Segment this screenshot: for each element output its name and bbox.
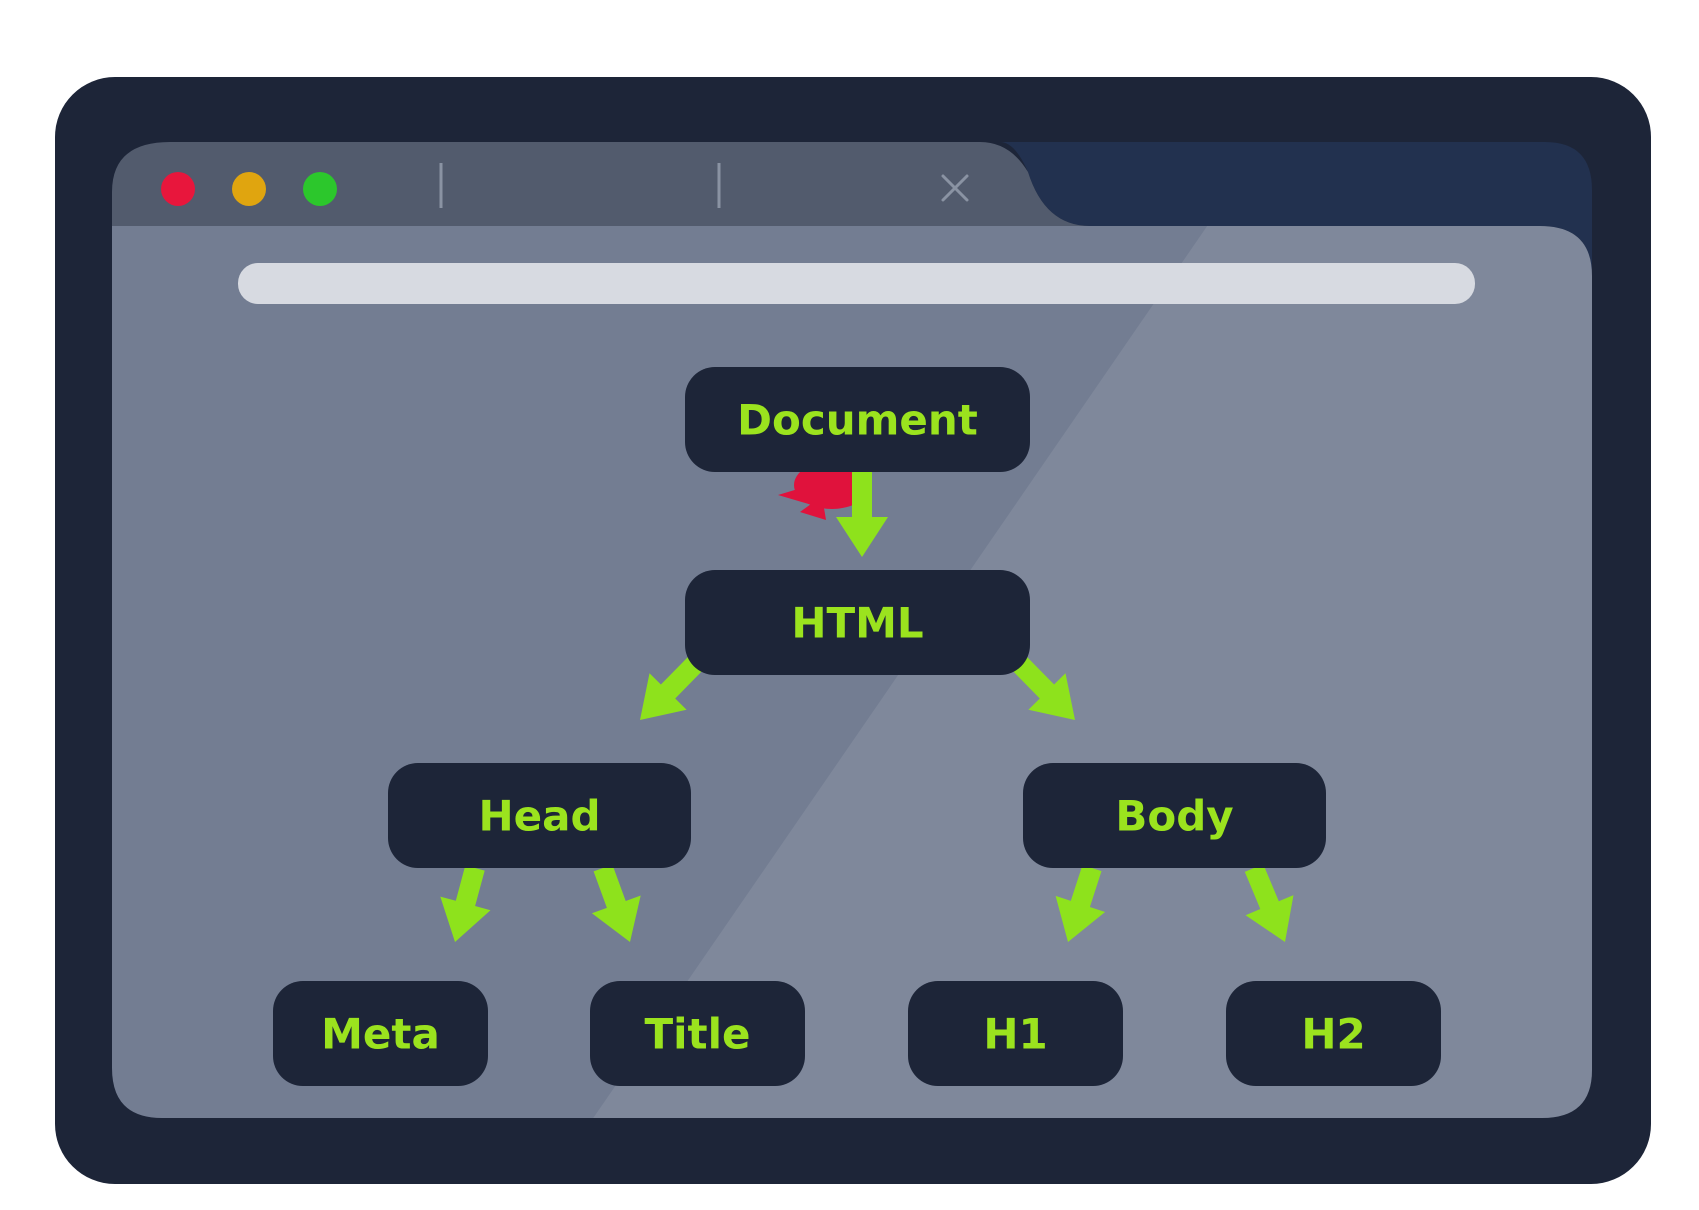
node-h2-box [1226,981,1441,1086]
tab-bar [112,142,1090,226]
arrow-body-to-h1 [1055,864,1106,942]
node-h2-label: H2 [1301,1010,1365,1059]
node-body-box [1023,763,1326,868]
arrow-html-to-head [640,655,705,720]
diagram-arrows [440,472,1294,942]
arrow-document-to-html [836,472,888,557]
node-h2: H2 [1226,981,1441,1086]
node-h1-box [908,981,1123,1086]
node-html: HTML [685,570,1030,675]
node-body-label: Body [1115,792,1233,841]
address-bar[interactable] [238,263,1475,304]
tab-bar-right [1000,142,1592,276]
minimize-window-dot[interactable] [232,172,266,206]
node-h1: H1 [908,981,1123,1086]
arrow-body-to-h2 [1244,864,1294,942]
arrow-html-to-body [1010,655,1075,720]
node-title-box [590,981,805,1086]
light-sheen [585,142,1592,1118]
node-html-label: HTML [791,599,923,648]
red-bird-icon [778,461,870,520]
node-head-box [388,763,691,868]
node-head-label: Head [478,792,600,841]
node-document-label: Document [737,396,978,445]
arrow-head-to-title [591,864,641,942]
maximize-window-dot[interactable] [303,172,337,206]
node-title-label: Title [644,1010,750,1059]
node-title: Title [590,981,805,1086]
node-html-box [685,570,1030,675]
node-body: Body [1023,763,1326,868]
node-document-box [685,367,1030,472]
node-meta-label: Meta [321,1010,440,1059]
node-document: Document [685,367,1030,472]
node-head: Head [388,763,691,868]
node-h1-label: H1 [983,1010,1047,1059]
close-window-dot[interactable] [161,172,195,206]
node-meta: Meta [273,981,488,1086]
node-meta-box [273,981,488,1086]
close-icon[interactable] [941,174,969,202]
arrow-head-to-meta [440,865,491,942]
